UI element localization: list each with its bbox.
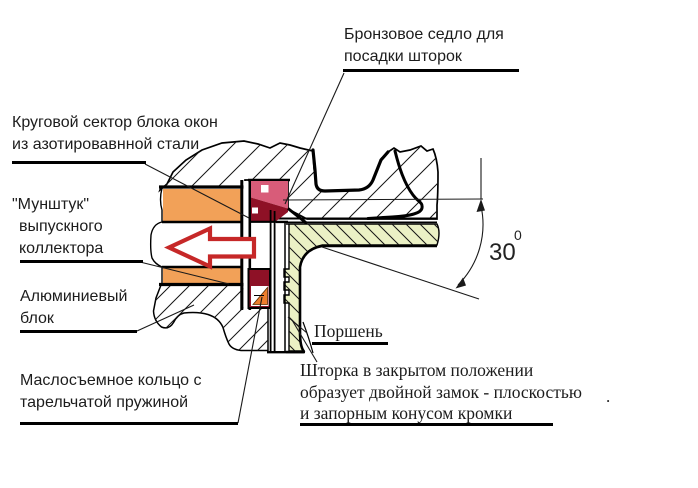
label-bronze-seat-line2: посадки шторок bbox=[344, 48, 462, 65]
cone-edge-line bbox=[321, 246, 480, 300]
label-mouthpiece-line2: выпускного bbox=[19, 218, 103, 235]
exhaust-mouthpiece bbox=[149, 185, 246, 287]
seat-highlight-square-1 bbox=[261, 185, 269, 193]
dimension-horizontal-line bbox=[282, 198, 484, 201]
label-shutter-note: Шторка в закрытом положении образует дво… bbox=[300, 360, 582, 425]
label-aluminum-line2: блок bbox=[20, 310, 54, 327]
shutter-sleeve-lines bbox=[267, 210, 304, 354]
label-window-sector-line2: из азотировавнной стали bbox=[12, 136, 200, 153]
label-aluminum-line1: Алюминиевый bbox=[20, 288, 128, 305]
mouthpiece-upper-strip bbox=[163, 189, 241, 222]
block-pocket bbox=[311, 148, 390, 193]
label-mouthpiece: "Мунштук" выпускного коллектора bbox=[12, 194, 103, 260]
angle-dimension bbox=[282, 158, 485, 300]
angle-value: 30 bbox=[489, 239, 516, 266]
label-mouthpiece-line1: "Мунштук" bbox=[12, 196, 90, 213]
leader-lines bbox=[136, 72, 345, 424]
label-oil-ring-underline bbox=[20, 422, 238, 425]
label-piston-text: Поршень bbox=[314, 321, 383, 341]
angle-degree-mark: 0 bbox=[514, 227, 522, 243]
label-oil-ring-line2: тарельчатой пружиной bbox=[20, 394, 189, 411]
window-sector-dark-red bbox=[251, 197, 288, 222]
label-oil-ring-line1: Маслосъемное кольцо с bbox=[20, 372, 202, 389]
bronze-seat-pink bbox=[251, 181, 288, 209]
aluminum-block-section bbox=[152, 284, 269, 352]
label-shutter-line3: и запорным конусом кромки bbox=[300, 403, 513, 423]
leader-shutter bbox=[291, 319, 318, 363]
label-mouthpiece-underline bbox=[20, 260, 143, 263]
label-bronze-seat-line1: Бронзовое седло для bbox=[344, 26, 504, 43]
mouthpiece-lower-strip bbox=[163, 267, 241, 284]
leader-piston bbox=[287, 316, 308, 334]
label-shutter-underline bbox=[300, 423, 553, 426]
leader-oil-ring bbox=[237, 296, 263, 424]
leader-mouthpiece bbox=[139, 261, 230, 285]
label-oil-ring: Маслосъемное кольцо с тарельчатой пружин… bbox=[20, 370, 202, 414]
seat-lip-diagonal bbox=[287, 207, 308, 225]
aluminum-block-hatch bbox=[153, 285, 268, 351]
oil-scraper-ring bbox=[247, 268, 271, 309]
leader-bronze-seat bbox=[284, 72, 345, 205]
seat-tongue-curve bbox=[366, 149, 424, 220]
label-window-sector-line1: Круговой сектор блока окон bbox=[12, 114, 218, 131]
label-window-sector-underline bbox=[12, 161, 146, 164]
label-bronze-seat: Бронзовое седло для посадки шторок bbox=[344, 24, 504, 68]
piston-crown-edge bbox=[298, 244, 437, 353]
leader-window-sector bbox=[144, 163, 250, 219]
label-aluminum-underline bbox=[20, 330, 137, 333]
label-bronze-seat-underline bbox=[343, 69, 519, 72]
dimension-arc bbox=[457, 205, 484, 286]
label-aluminum: Алюминиевый блок bbox=[20, 286, 127, 330]
arc-arrowhead-top bbox=[476, 199, 485, 212]
label-mouthpiece-line3: коллектора bbox=[19, 240, 104, 257]
arc-arrowhead-bottom bbox=[455, 277, 466, 289]
label-shutter-line2: образует двойной замок - плоскостью bbox=[300, 381, 582, 402]
label-piston-underline bbox=[312, 342, 388, 345]
seat-highlight-square-2 bbox=[252, 207, 258, 214]
label-shutter-period: . bbox=[606, 387, 611, 406]
label-piston: Поршень bbox=[314, 321, 383, 343]
label-shutter-line1: Шторка в закрытом положении bbox=[300, 360, 534, 380]
label-window-sector: Круговой сектор блока окон из азотировав… bbox=[12, 112, 218, 156]
mouthpiece-left-outline bbox=[149, 187, 163, 284]
piston-skirt-line bbox=[302, 321, 314, 354]
leader-aluminum bbox=[136, 304, 195, 332]
exhaust-flow-arrow bbox=[164, 225, 257, 270]
piston-section bbox=[283, 223, 440, 354]
